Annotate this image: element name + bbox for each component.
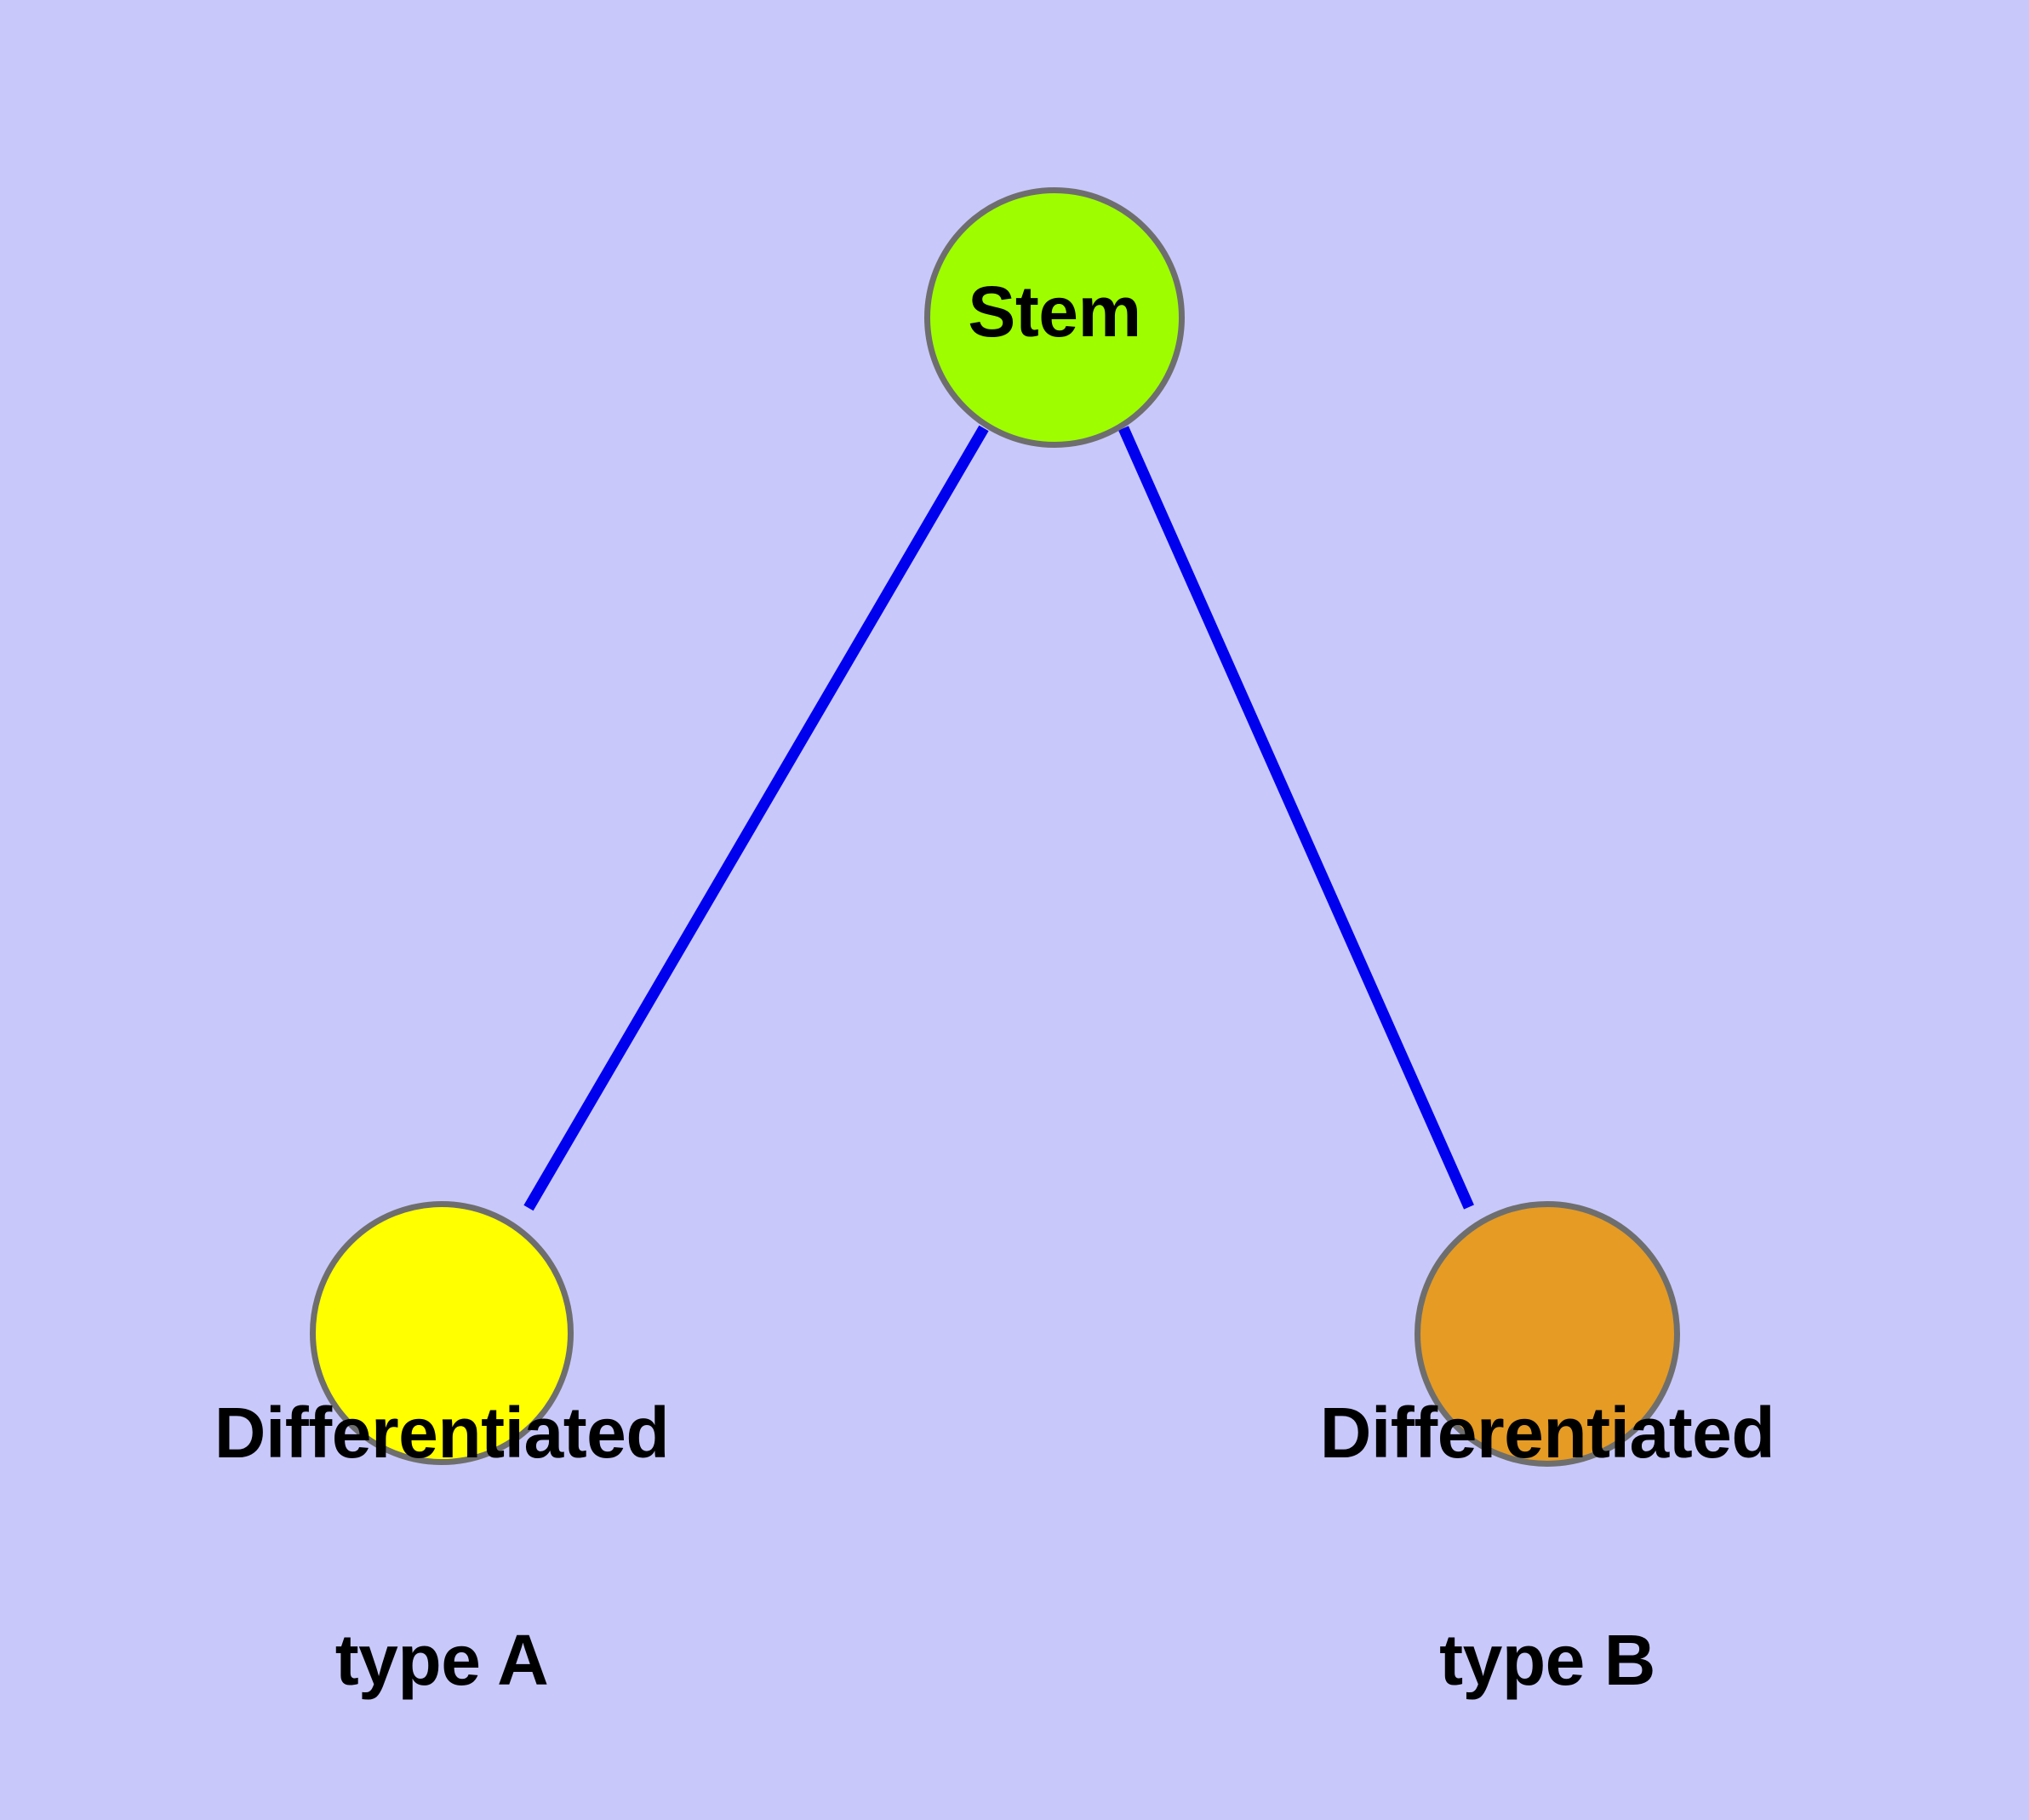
node-differentiated-type-a[interactable] — [310, 1201, 574, 1465]
node-differentiated-type-b[interactable] — [1415, 1201, 1680, 1467]
edge-stem-to-type-b[interactable] — [1118, 426, 1474, 1210]
edge-stem-to-type-a[interactable] — [523, 425, 989, 1211]
node-stem[interactable] — [924, 187, 1185, 448]
